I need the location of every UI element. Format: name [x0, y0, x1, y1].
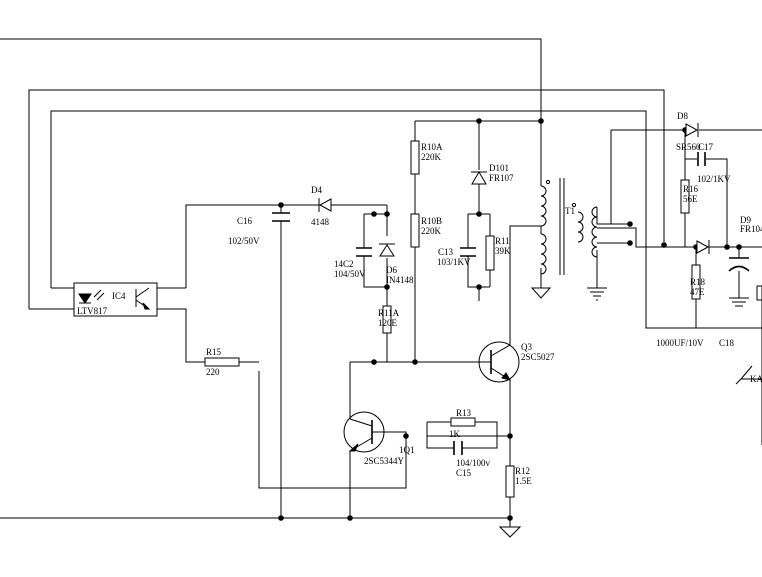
d101-ref: D101 — [489, 163, 509, 173]
r11-value: 39K — [495, 246, 511, 256]
r18-value: 47E — [690, 287, 705, 297]
ground-symbol-secondary — [587, 287, 607, 301]
r10b-ref: R10B — [421, 216, 442, 226]
d9-ref: D9 — [740, 215, 751, 225]
d9-value: FR104 — [740, 224, 762, 234]
resistor-r12: R12 1.5E — [505, 465, 532, 498]
junction — [476, 211, 482, 217]
r18-ref: R18 — [690, 277, 706, 287]
resistor-r15: R15 220 — [204, 347, 240, 377]
resistor-r16: R16 56E — [680, 179, 699, 214]
capacitor-c13: C13 103/1KV — [437, 247, 476, 267]
d8-ref: D8 — [677, 111, 688, 121]
junction — [507, 433, 513, 439]
resistor-r11a: R11A 120E — [378, 305, 400, 334]
partial-component-right — [756, 285, 762, 335]
junction — [403, 433, 409, 439]
r13-value: 1K — [449, 429, 461, 439]
capacitor-c15: C15 104/100v — [453, 441, 491, 478]
d6-ref: D6 — [386, 265, 397, 275]
junction — [627, 221, 633, 227]
junction — [384, 284, 390, 290]
c17-value: 102/1KV — [697, 174, 731, 184]
optocoupler-ic4: IC4 LTV817 — [73, 282, 158, 317]
junction — [384, 211, 390, 217]
transistor-1q1: 1Q1 2SC5344Y — [343, 411, 415, 466]
junction — [724, 244, 730, 250]
d8-value: SR560 — [676, 142, 701, 152]
junction — [661, 242, 667, 248]
r10a-ref: R10A — [421, 142, 443, 152]
junction — [371, 211, 377, 217]
r10b-value: 220K — [421, 226, 442, 236]
r15-ref: R15 — [206, 347, 222, 357]
ground-symbol-primary — [530, 287, 552, 299]
d101-value: FR107 — [489, 173, 514, 183]
diode-d101: D101 FR107 — [471, 163, 514, 185]
ka-ref: KA — [750, 374, 762, 384]
junction — [507, 515, 513, 521]
r11a-ref: R11A — [378, 308, 400, 318]
junction — [278, 515, 284, 521]
regulator-ka: KA — [735, 365, 762, 385]
r16-ref: R16 — [683, 184, 699, 194]
d6-value: IN4148 — [386, 275, 414, 285]
c16-value: 102/50V — [228, 236, 260, 246]
c13-value: 103/1KV — [437, 257, 471, 267]
q1-value: 2SC5344Y — [364, 456, 405, 466]
ic4-value: LTV817 — [77, 306, 108, 316]
junction — [736, 244, 742, 250]
transformer-t1: T1 — [540, 121, 598, 275]
q3-ref: Q3 — [521, 342, 532, 352]
r16-value: 56E — [683, 194, 698, 204]
c18-ref: C18 — [719, 338, 735, 348]
junction — [347, 515, 353, 521]
c13-ref: C13 — [438, 247, 454, 257]
c14-value: 104/50V — [334, 269, 366, 279]
r12-ref: R12 — [515, 466, 530, 476]
capacitor-14c2: 14C2 104/50V — [334, 247, 372, 279]
junction — [412, 359, 418, 365]
diode-d6: D6 IN4148 — [379, 243, 414, 285]
resistor-r18: R18 47E — [690, 264, 706, 300]
c18-value: 1000UF/10V — [656, 338, 704, 348]
junction — [371, 359, 377, 365]
c15-value: 104/100v — [456, 458, 491, 468]
d4-value: 4148 — [311, 217, 330, 227]
c17-ref: C17 — [698, 142, 714, 152]
r11-ref: R11 — [495, 236, 510, 246]
r15-value: 220 — [206, 367, 220, 377]
diode-d8: D8 SR560 — [676, 111, 701, 152]
junction — [476, 284, 482, 290]
resistor-r10a: R10A 220K — [410, 140, 443, 175]
junction — [627, 240, 633, 246]
resistor-r10b: R10B 220K — [410, 213, 442, 248]
r13-ref: R13 — [456, 408, 472, 418]
c14-ref: 14C2 — [334, 259, 354, 269]
d4-ref: D4 — [311, 185, 322, 195]
resistor-r13: R13 1K — [449, 408, 476, 439]
diode-d9: D9 FR104 — [696, 215, 762, 254]
resistor-r11: R11 39K — [485, 235, 511, 271]
r12-value: 1.5E — [515, 476, 532, 486]
c16-ref: C16 — [237, 216, 253, 226]
wires — [0, 38, 762, 527]
ic4-ref: IC4 — [112, 291, 126, 301]
junction — [476, 118, 482, 124]
q1-ref: 1Q1 — [399, 445, 415, 455]
transistor-q3: Q3 2SC5027 — [472, 335, 555, 390]
diode-d4: D4 4148 — [309, 185, 332, 227]
ground-symbol-main — [498, 526, 522, 538]
c15-ref: C15 — [456, 468, 472, 478]
q3-value: 2SC5027 — [521, 352, 555, 362]
capacitor-c18: 1000UF/10V C18 — [656, 257, 750, 348]
t1-ref: T1 — [565, 206, 575, 216]
capacitor-c17: C17 102/1KV — [697, 142, 731, 184]
junction — [278, 202, 284, 208]
r10a-value: 220K — [421, 152, 442, 162]
r11a-value: 120E — [378, 318, 398, 328]
capacitor-c16: C16 102/50V — [228, 212, 290, 246]
